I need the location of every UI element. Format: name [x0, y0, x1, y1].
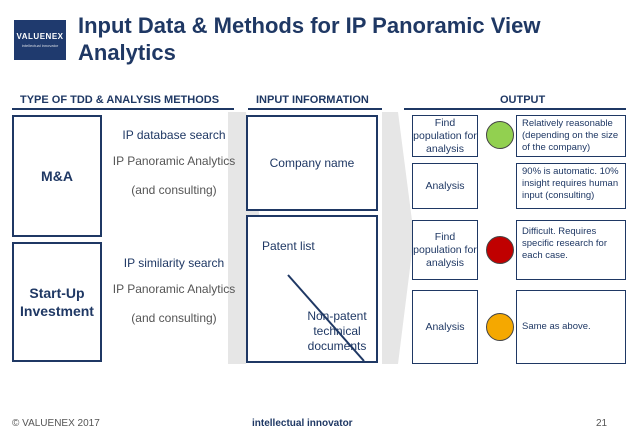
ma-methods: IP database search IP Panoramic Analytic… [110, 128, 238, 198]
green-light-icon [486, 121, 514, 149]
page-number: 21 [596, 418, 608, 429]
startup-method-panoramic: IP Panoramic Analytics [112, 282, 236, 296]
logo-subtext: intellectual innovator [21, 43, 59, 48]
footer-copyright: © VALUENEX 2017 [12, 418, 100, 429]
arrow-shape-2 [382, 112, 414, 364]
output-result-4: Same as above. [516, 290, 626, 364]
input-header-line [248, 108, 382, 110]
output-result-3-text: Difficult. Requires specific research fo… [522, 226, 608, 261]
output-result-4-text: Same as above. [522, 321, 591, 332]
footer-tagline: intellectual innovator [252, 418, 353, 429]
diagonal-divider [287, 274, 365, 361]
ma-box: M&A [12, 115, 102, 237]
patent-list-label: Patent list [262, 239, 315, 253]
company-name-label: Company name [269, 156, 355, 170]
output-header-line [404, 108, 626, 110]
valuenex-logo: VALUENEX intellectual innovator [14, 20, 66, 60]
output-result-2-text: 90% is automatic. 10% insight requires h… [522, 166, 619, 201]
output-step-1-label: Find population for analysis [413, 116, 477, 155]
startup-method-consulting: (and consulting) [131, 311, 217, 325]
ma-method-panoramic: IP Panoramic Analytics [112, 154, 236, 168]
non-patent-label: Non-patent technical documents [307, 309, 367, 353]
startup-box: Start-Up Investment [12, 242, 102, 362]
ma-label: M&A [41, 168, 73, 184]
patent-docs-box: Patent list Non-patent technical documen… [246, 215, 378, 363]
logo-text: VALUENEX [16, 32, 64, 41]
output-step-3-label: Find population for analysis [413, 230, 477, 269]
ma-method-consulting: (and consulting) [131, 183, 217, 197]
output-result-2: 90% is automatic. 10% insight requires h… [516, 163, 626, 209]
output-result-3: Difficult. Requires specific research fo… [516, 220, 626, 280]
types-header-line [12, 108, 234, 110]
output-step-1: Find population for analysis [412, 115, 478, 157]
yellow-light-icon [486, 313, 514, 341]
output-header: OUTPUT [500, 94, 546, 106]
output-result-1: Relatively reasonable (depending on the … [516, 115, 626, 157]
startup-methods: IP similarity search IP Panoramic Analyt… [110, 256, 238, 326]
page-title: Input Data & Methods for IP Panoramic Vi… [78, 13, 541, 65]
output-step-3: Find population for analysis [412, 220, 478, 280]
ma-method-search: IP database search [122, 128, 226, 142]
input-header: INPUT INFORMATION [256, 94, 369, 106]
startup-method-search: IP similarity search [123, 256, 225, 270]
output-step-4: Analysis [412, 290, 478, 364]
output-step-4-label: Analysis [425, 321, 465, 333]
red-light-icon [486, 236, 514, 264]
output-result-1-text: Relatively reasonable (depending on the … [522, 118, 619, 153]
types-header: TYPE OF TDD & ANALYSIS METHODS [20, 94, 220, 106]
startup-label: Start-Up Investment [20, 285, 94, 319]
company-name-box: Company name [246, 115, 378, 211]
output-step-2: Analysis [412, 163, 478, 209]
output-step-2-label: Analysis [425, 180, 465, 192]
